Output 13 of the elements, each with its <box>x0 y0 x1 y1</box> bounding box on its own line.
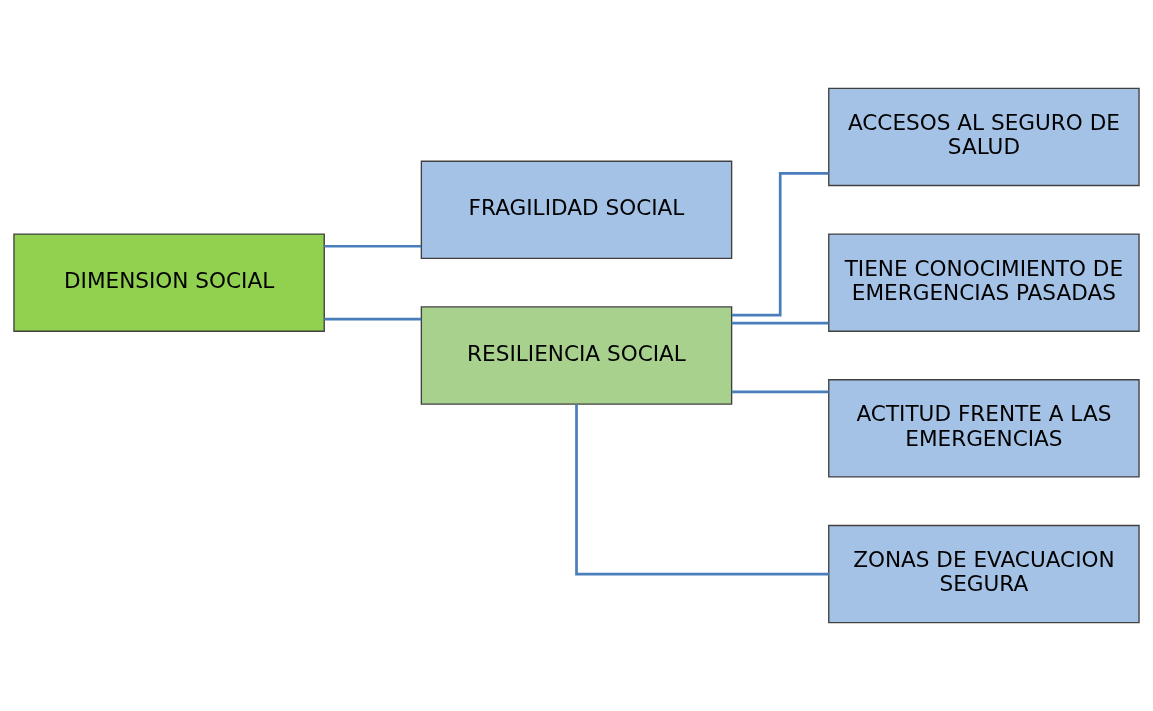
connector <box>575 404 829 576</box>
node-box: ZONAS DE EVACUACION SEGURA <box>828 524 1140 624</box>
connector <box>731 172 829 317</box>
connector <box>324 317 422 321</box>
node-box: DIMENSION SOCIAL <box>13 233 325 332</box>
node-box: TIENE CONOCIMIENTO DE EMERGENCIAS PASADAS <box>828 233 1140 332</box>
node-box: RESILIENCIA SOCIAL <box>420 306 733 405</box>
connector <box>731 390 829 394</box>
node-box: ACTITUD FRENTE A LAS EMERGENCIAS <box>828 379 1140 478</box>
connector <box>731 321 829 325</box>
connector <box>324 244 422 248</box>
node-box: ACCESOS AL SEGURO DE SALUD <box>828 87 1140 187</box>
node-box: FRAGILIDAD SOCIAL <box>420 160 733 260</box>
